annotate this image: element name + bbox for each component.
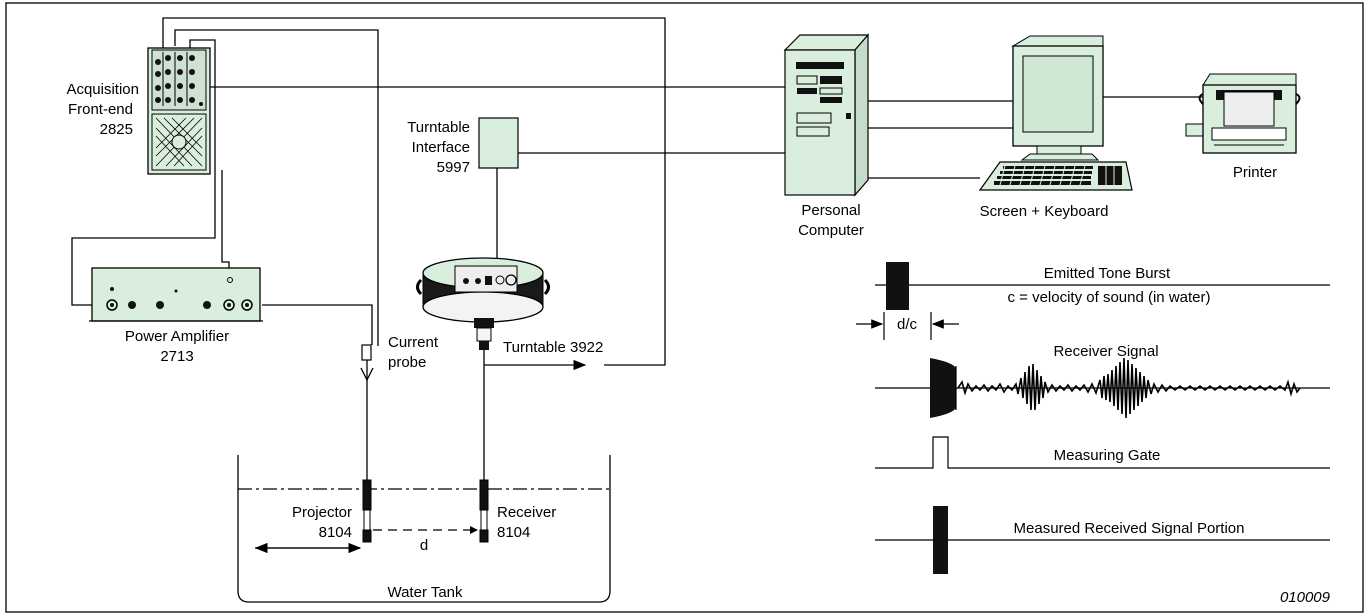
projector-label-line2: 8104 bbox=[319, 524, 352, 541]
turntable-interface-label-line3: 5997 bbox=[437, 159, 470, 176]
receiver-hydrophone bbox=[479, 365, 489, 543]
turntable-interface-device bbox=[478, 117, 519, 169]
measured-portion-trace bbox=[875, 506, 1330, 574]
power-amplifier-label-line2: 2713 bbox=[160, 348, 193, 365]
distance-indicator bbox=[254, 526, 478, 554]
current-probe-label-line1: Current bbox=[388, 334, 439, 351]
current-probe-label-line2: probe bbox=[388, 354, 426, 371]
personal-computer-label-line2: Computer bbox=[798, 222, 864, 239]
velocity-note: c = velocity of sound (in water) bbox=[1007, 289, 1210, 306]
current-probe-device bbox=[361, 344, 372, 361]
figure-id: 010009 bbox=[1280, 589, 1331, 606]
turntable-device bbox=[416, 257, 550, 365]
power-amplifier-label-line1: Power Amplifier bbox=[125, 328, 229, 345]
power-amplifier-device bbox=[89, 267, 263, 322]
receiver-label-line1: Receiver bbox=[497, 504, 556, 521]
acquisition-label-line2: Front-end bbox=[68, 101, 133, 118]
screen-keyboard-label: Screen + Keyboard bbox=[980, 203, 1109, 220]
acquisition-label-line1: Acquisition bbox=[66, 81, 139, 98]
personal-computer-device bbox=[783, 33, 870, 197]
water-tank bbox=[237, 455, 611, 603]
acquisition-label-line3: 2825 bbox=[100, 121, 133, 138]
printer-device bbox=[1185, 73, 1301, 154]
screen-keyboard-device bbox=[978, 35, 1133, 191]
connection-wires bbox=[71, 17, 1203, 480]
water-tank-label: Water Tank bbox=[387, 584, 463, 601]
personal-computer-label-line1: Personal bbox=[801, 202, 860, 219]
turntable-label: Turntable 3922 bbox=[503, 339, 603, 356]
receiver-signal-trace bbox=[875, 357, 1330, 419]
receiver-label-line2: 8104 bbox=[497, 524, 530, 541]
emitted-tone-burst-trace bbox=[875, 262, 1330, 310]
outer-border bbox=[5, 2, 1364, 613]
projector-hydrophone bbox=[362, 479, 372, 543]
printer-label: Printer bbox=[1233, 164, 1277, 181]
turntable-interface-label-line1: Turntable bbox=[407, 119, 470, 136]
measuring-gate-trace bbox=[875, 436, 1330, 469]
projector-label-line1: Projector bbox=[292, 504, 352, 521]
delay-label: d/c bbox=[897, 316, 918, 333]
measuring-gate-label: Measuring Gate bbox=[1054, 447, 1161, 464]
delay-indicator bbox=[856, 312, 959, 340]
receiver-signal-label: Receiver Signal bbox=[1053, 343, 1158, 360]
acquisition-frontend-device bbox=[147, 47, 211, 175]
distance-label: d bbox=[420, 537, 428, 554]
turntable-interface-label-line2: Interface bbox=[412, 139, 470, 156]
measured-portion-label: Measured Received Signal Portion bbox=[1014, 520, 1245, 537]
emitted-tone-burst-label: Emitted Tone Burst bbox=[1044, 265, 1171, 282]
